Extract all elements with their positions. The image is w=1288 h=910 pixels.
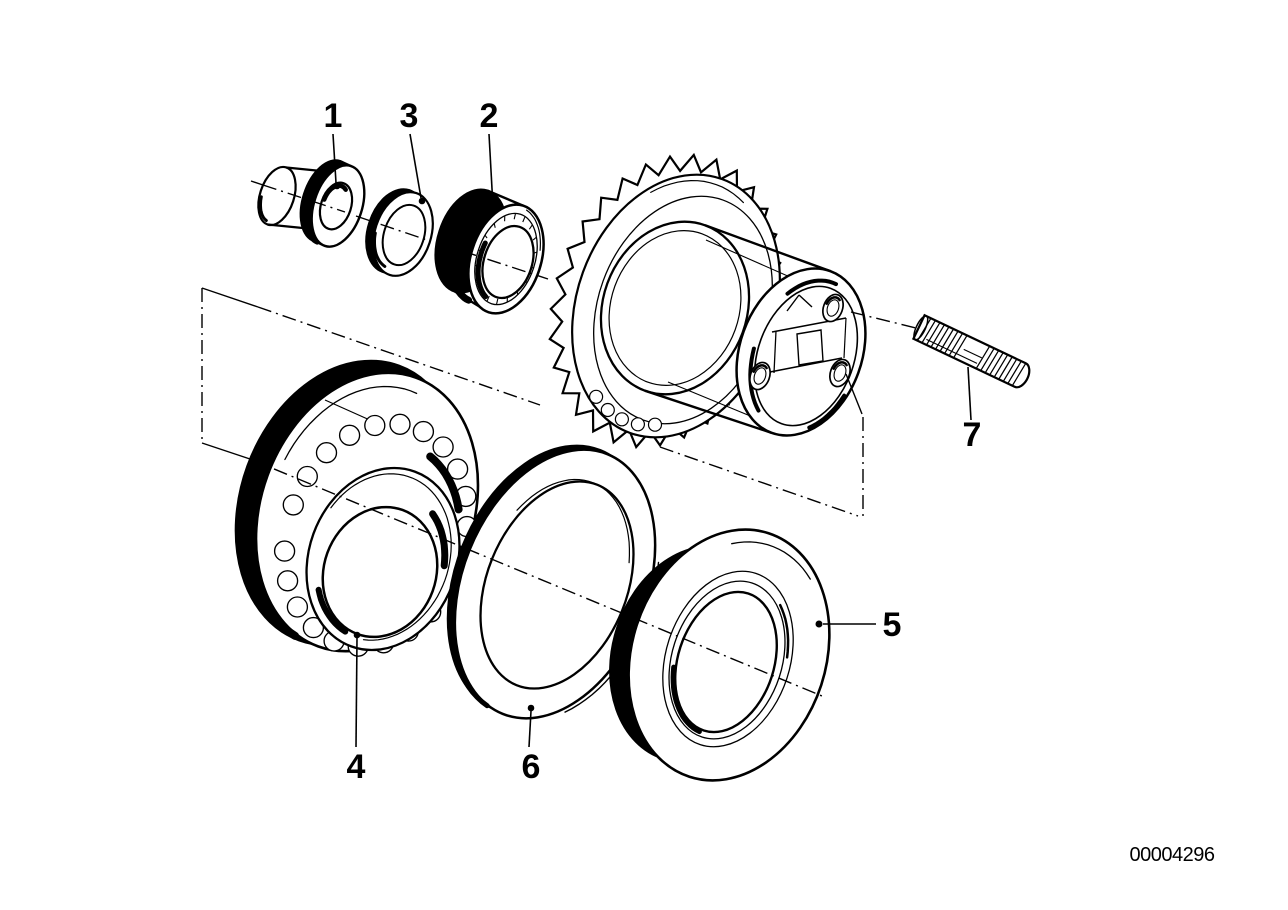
callout-4: 4 — [347, 631, 366, 786]
part-2-bearing — [434, 188, 545, 315]
callout-6-dot — [527, 704, 535, 712]
callout-6-leader — [528, 710, 532, 748]
callout-6: 6 — [522, 704, 541, 786]
callout-3: 3 — [400, 97, 426, 205]
construction-lines — [201, 180, 917, 697]
drawing-number: 00004296 — [1130, 844, 1215, 866]
callout-6-label[interactable]: 6 — [522, 748, 541, 786]
part-7-stud — [911, 313, 1031, 389]
callout-3-label[interactable]: 3 — [400, 97, 419, 135]
part-5-thrust-washer — [609, 528, 831, 782]
callout-5: 5 — [815, 606, 902, 644]
callout-2-leader — [488, 133, 494, 208]
part-4-tapered-roller-bearing — [234, 359, 480, 657]
part-1-bushing — [257, 159, 366, 248]
callout-1: 1 — [324, 97, 343, 190]
part-3-spacer-ring — [365, 188, 434, 277]
callout-7-leader — [967, 366, 972, 421]
callout-7: 7 — [963, 366, 982, 454]
callout-1-label[interactable]: 1 — [324, 97, 343, 135]
callout-4-leader — [355, 637, 358, 748]
callout-3-leader — [409, 133, 422, 199]
callout-5-label[interactable]: 5 — [883, 606, 902, 644]
callout-2-dot — [489, 207, 497, 215]
callout-5-dot — [815, 620, 823, 628]
diagram-artwork — [201, 152, 1031, 782]
callout-4-label[interactable]: 4 — [347, 748, 366, 786]
callout-3-dot — [418, 197, 426, 205]
callout-2-label[interactable]: 2 — [480, 97, 499, 135]
callout-7-label[interactable]: 7 — [963, 416, 982, 454]
callout-1-dot — [333, 182, 341, 190]
callout-2: 2 — [480, 97, 499, 215]
hub — [599, 220, 867, 437]
callout-1-leader — [332, 133, 337, 184]
part-6-shim — [446, 444, 660, 720]
callout-4-dot — [353, 631, 361, 639]
